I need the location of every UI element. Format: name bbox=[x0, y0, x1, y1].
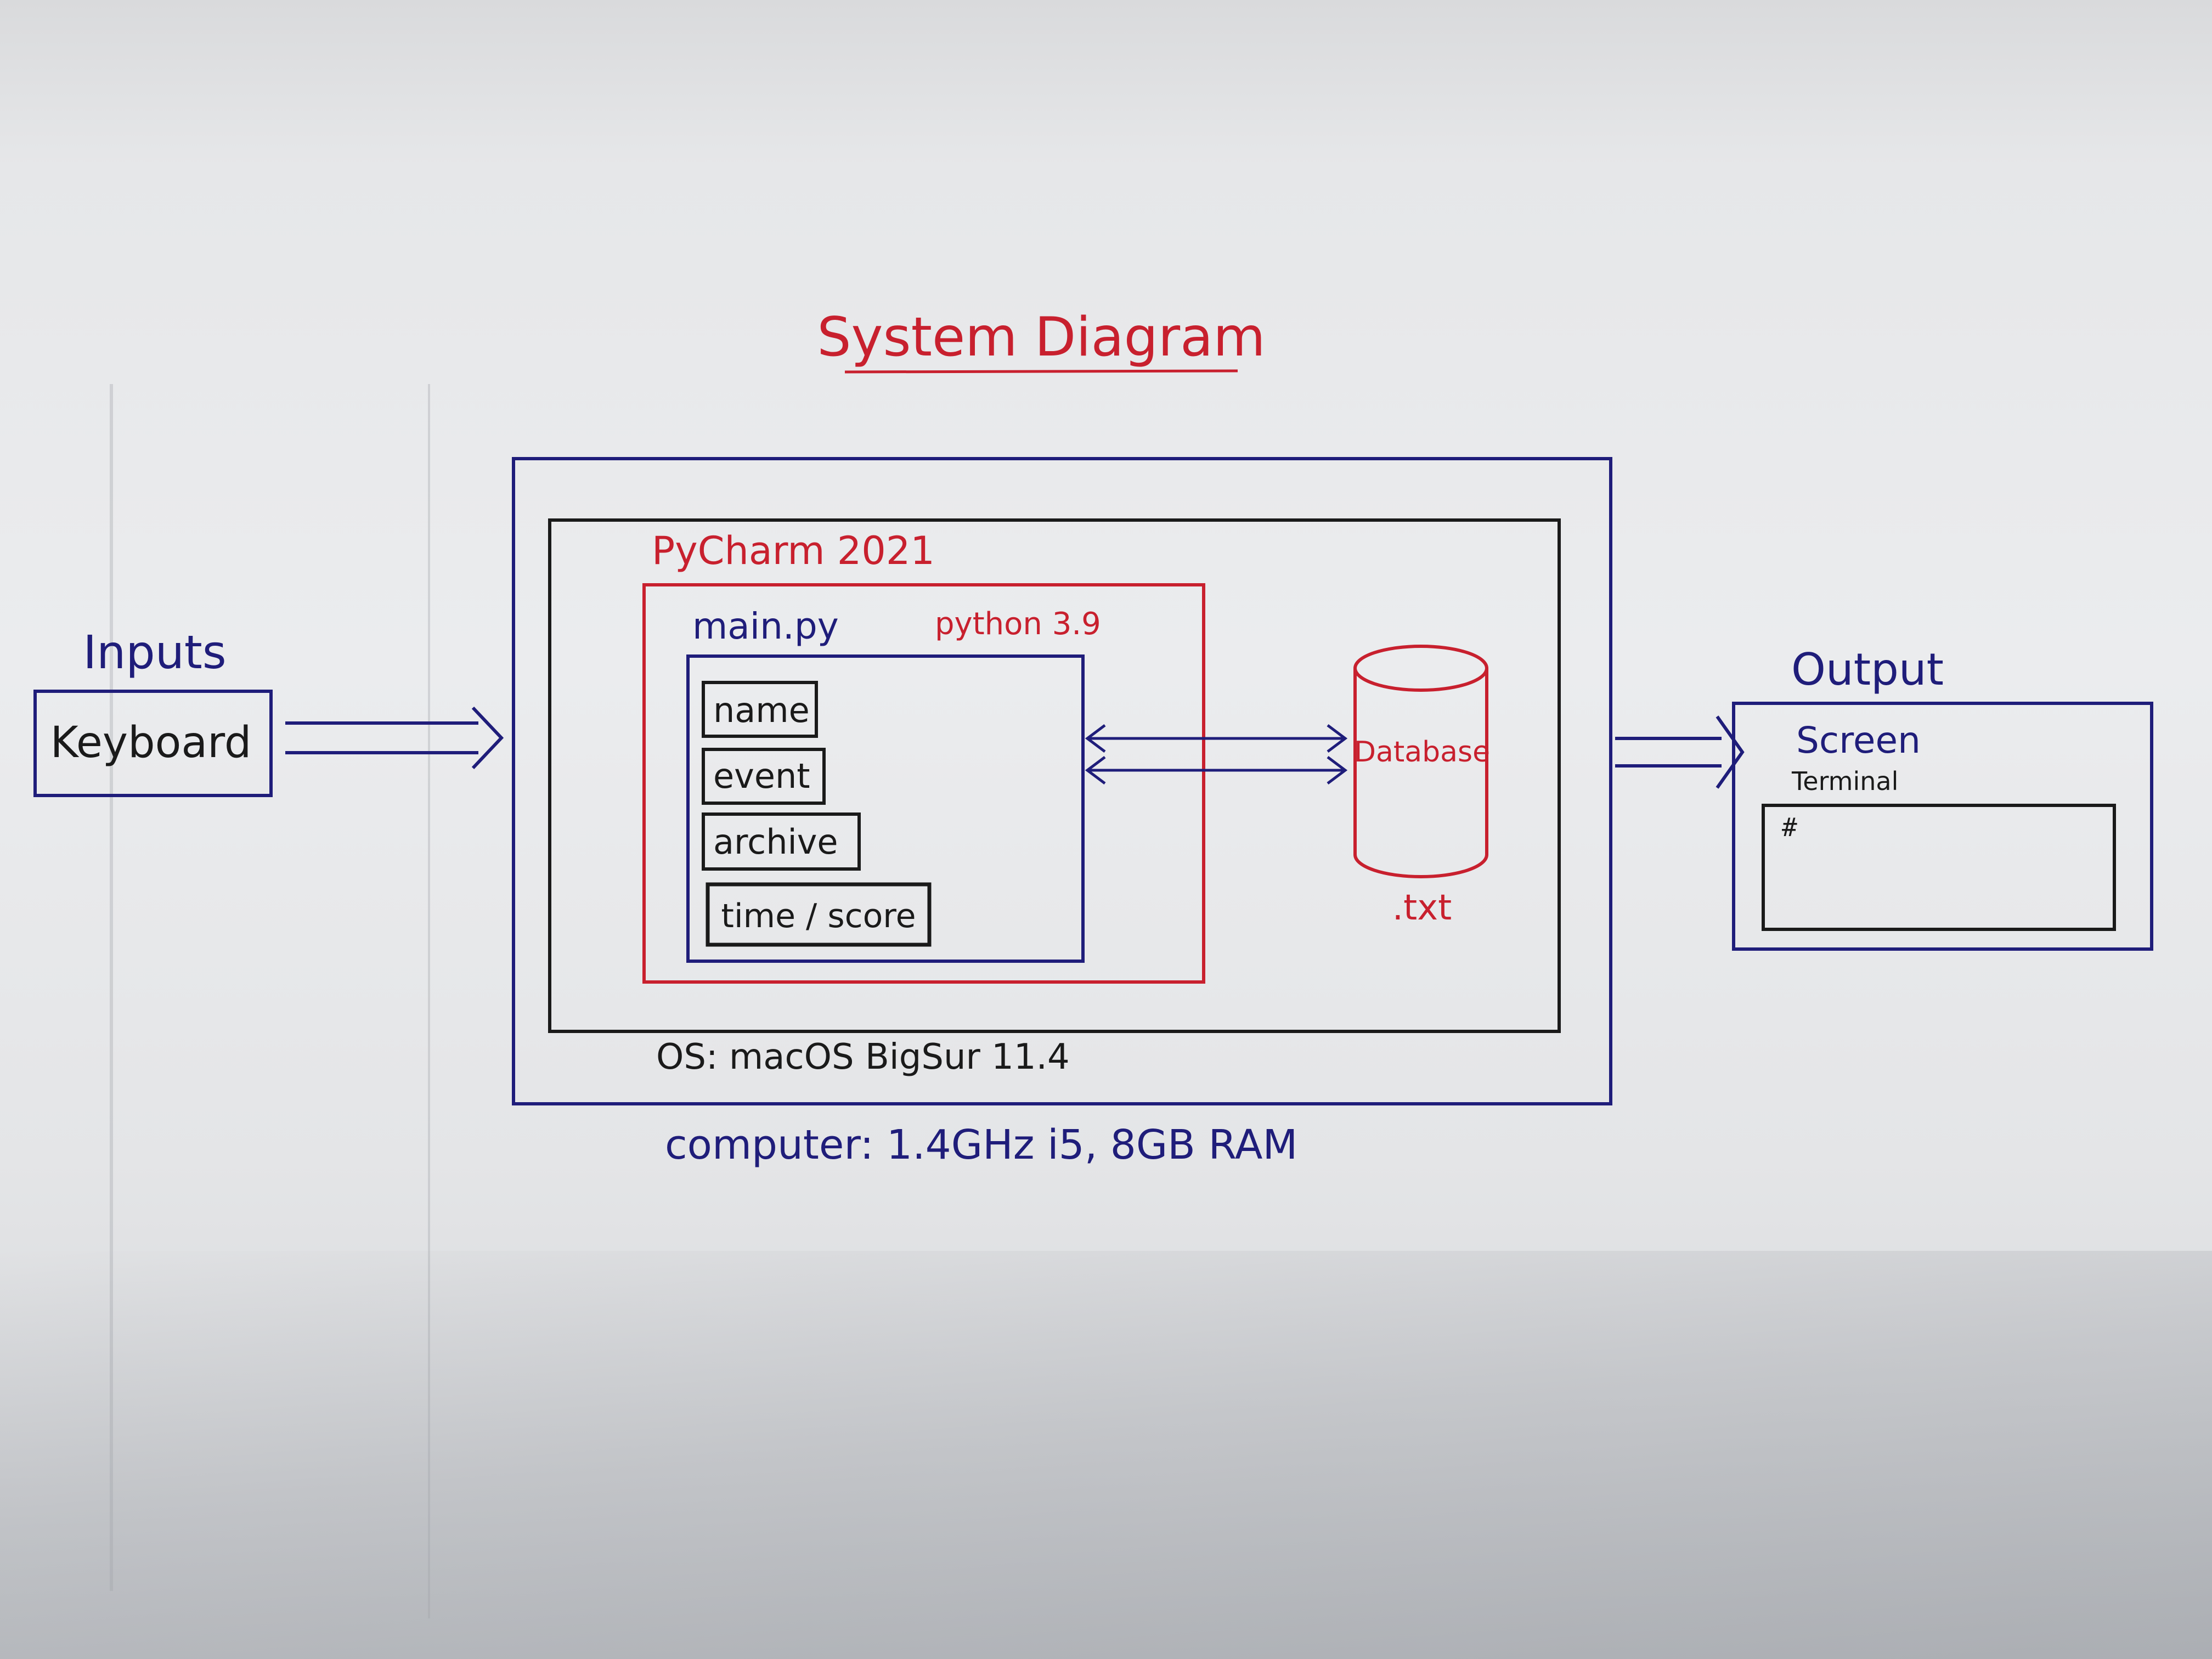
paper-fold-left bbox=[110, 384, 113, 1591]
os-label: OS: macOS BigSur 11.4 bbox=[656, 1037, 1070, 1077]
inputs-heading: Inputs bbox=[83, 625, 226, 679]
database-format-label: .txt bbox=[1392, 888, 1452, 928]
output-heading: Output bbox=[1791, 644, 1944, 695]
database-label: Database bbox=[1354, 736, 1490, 769]
field-archive: archive bbox=[702, 812, 861, 871]
main-py-box bbox=[686, 654, 1085, 963]
field-time-score-label: time / score bbox=[721, 897, 916, 935]
pycharm-box bbox=[642, 583, 1205, 984]
database-cylinder bbox=[1353, 645, 1488, 878]
input-arrow bbox=[285, 706, 504, 770]
title-underline bbox=[844, 369, 1238, 374]
field-time-score: time / score bbox=[706, 882, 932, 947]
terminal-prompt: # bbox=[1782, 812, 1797, 842]
paper-fold-mid bbox=[428, 384, 430, 1618]
field-archive-label: archive bbox=[713, 822, 838, 862]
keyboard-label: Keyboard bbox=[50, 718, 252, 768]
field-name-label: name bbox=[713, 690, 810, 730]
db-link-arrows bbox=[1085, 724, 1348, 785]
diagram-title: System Diagram bbox=[817, 306, 1265, 369]
os-box bbox=[548, 518, 1561, 1033]
keyboard-box bbox=[33, 690, 273, 797]
computer-label: computer: 1.4GHz i5, 8GB RAM bbox=[665, 1121, 1297, 1169]
screen-box bbox=[1732, 702, 2153, 951]
output-arrow bbox=[1615, 715, 1745, 789]
python-version-label: python 3.9 bbox=[935, 606, 1101, 642]
paper-shadow bbox=[0, 1251, 2212, 1659]
field-name: name bbox=[702, 681, 818, 738]
ide-label: PyCharm 2021 bbox=[652, 528, 935, 573]
file-label: main.py bbox=[692, 605, 839, 647]
computer-box bbox=[512, 457, 1612, 1105]
terminal-window bbox=[1762, 804, 2116, 931]
screen-label: Screen bbox=[1796, 719, 1921, 761]
field-event: event bbox=[702, 748, 826, 805]
field-event-label: event bbox=[713, 756, 810, 796]
terminal-label: Terminal bbox=[1791, 766, 1898, 796]
